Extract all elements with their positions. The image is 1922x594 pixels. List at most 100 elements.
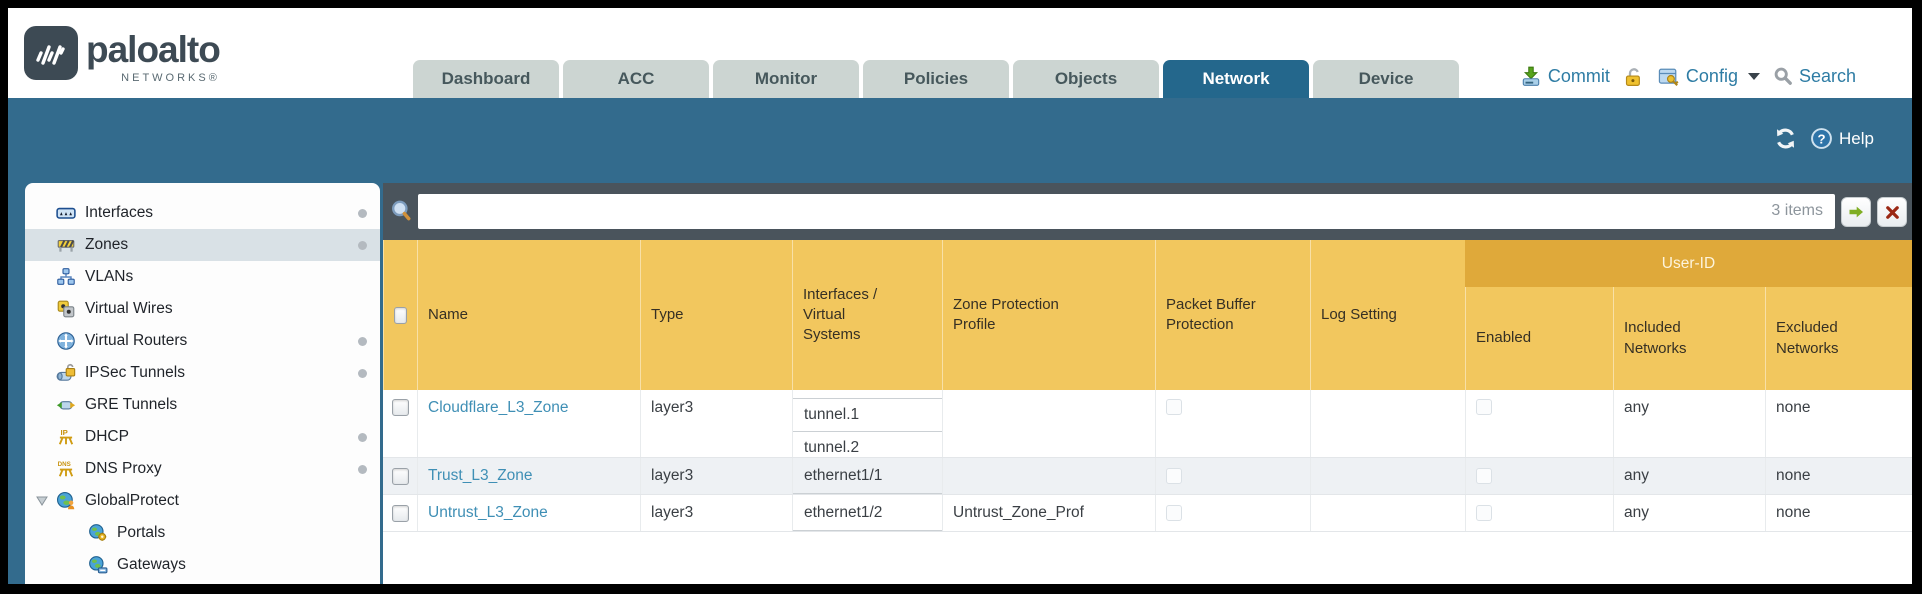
logo-name: paloalto [86, 29, 221, 70]
status-dot [358, 433, 367, 442]
svg-text:IP: IP [60, 428, 67, 437]
logo-text: paloalto NETWORKS® [86, 26, 221, 84]
sidebar-item-dns-proxy[interactable]: DNS DNS Proxy [25, 453, 380, 485]
search-icon [1774, 67, 1792, 85]
green-arrow-icon [1849, 206, 1863, 218]
portals-icon [87, 522, 109, 544]
zone-name-cell: Cloudflare_L3_Zone [417, 390, 640, 457]
sidebar-item-label: IPSec Tunnels [85, 364, 185, 381]
sidebar-item-gateways[interactable]: Gateways [25, 549, 380, 581]
column-header-included-networks[interactable]: Included Networks [1613, 240, 1765, 390]
zone-name-link[interactable]: Cloudflare_L3_Zone [428, 399, 569, 416]
sidebar-item-label: VLANs [85, 268, 134, 285]
user-id-enabled-cell [1465, 495, 1613, 531]
sidebar-item-label: Portals [117, 524, 166, 541]
table-header: User-ID Name Type Interfaces / Virtual S… [383, 240, 1912, 390]
select-all-checkbox[interactable] [394, 306, 407, 324]
sidebar-item-gre-tunnels[interactable]: GRE Tunnels [25, 389, 380, 421]
status-dot [358, 465, 367, 474]
tab-acc[interactable]: ACC [563, 60, 709, 98]
tab-monitor[interactable]: Monitor [713, 60, 859, 98]
excluded-networks-cell: none [1765, 390, 1912, 457]
virtual-wires-icon [55, 298, 77, 320]
sidebar-item-interfaces[interactable]: Interfaces [25, 197, 380, 229]
zone-name-cell: Untrust_L3_Zone [417, 495, 640, 531]
config-icon [1658, 68, 1679, 86]
sidebar-item-virtual-routers[interactable]: Virtual Routers [25, 325, 380, 357]
network-sidebar: Interfaces Zones VLANs Virtua [25, 183, 380, 584]
user-id-group-header: User-ID [1465, 240, 1912, 287]
row-checkbox[interactable] [391, 504, 409, 522]
app-window: paloalto NETWORKS® Dashboard ACC Monitor… [8, 8, 1912, 584]
row-checkbox[interactable] [391, 467, 409, 485]
user-id-enabled-cell [1465, 458, 1613, 494]
column-header-interfaces[interactable]: Interfaces / Virtual Systems [792, 240, 942, 390]
virtual-routers-icon [55, 330, 77, 352]
waveform-icon [36, 45, 65, 65]
sidebar-item-label: DNS Proxy [85, 460, 162, 477]
column-header-zone-protection-profile[interactable]: Zone Protection Profile [942, 240, 1155, 390]
sidebar-item-globalprotect[interactable]: GlobalProtect [25, 485, 380, 517]
filter-input[interactable] [418, 194, 1835, 229]
sidebar-item-label: Interfaces [85, 204, 154, 221]
zone-name-cell: Trust_L3_Zone [417, 458, 640, 494]
chevron-down-icon [1747, 72, 1760, 80]
sidebar-item-label: Gateways [117, 556, 186, 573]
user-id-enabled-cell [1465, 390, 1613, 457]
row-checkbox[interactable] [391, 399, 409, 416]
commit-button[interactable]: Commit [1520, 65, 1610, 87]
sidebar-item-portals[interactable]: Portals [25, 517, 380, 549]
sidebar-item-ipsec-tunnels[interactable]: IPSec Tunnels [25, 357, 380, 389]
column-header-log-setting[interactable]: Log Setting [1310, 240, 1465, 390]
status-dot [358, 241, 367, 250]
log-setting-cell [1310, 458, 1465, 494]
sidebar-item-dhcp[interactable]: IP DHCP [25, 421, 380, 453]
zone-name-link[interactable]: Untrust_L3_Zone [428, 504, 548, 521]
zone-name-link[interactable]: Trust_L3_Zone [428, 467, 533, 484]
packet-buffer-checkbox [1166, 399, 1182, 415]
search-label: Search [1798, 65, 1856, 86]
gre-tunnels-icon [55, 394, 77, 416]
column-header-enabled[interactable]: Enabled [1465, 240, 1613, 390]
tab-dashboard[interactable]: Dashboard [413, 60, 559, 98]
tab-policies[interactable]: Policies [863, 60, 1009, 98]
help-icon: ? [1811, 128, 1832, 149]
tab-network[interactable]: Network [1163, 60, 1309, 98]
lock-icon[interactable] [1623, 66, 1644, 87]
enabled-checkbox [1476, 399, 1492, 415]
clear-filter-button[interactable] [1877, 197, 1907, 227]
column-header-excluded-networks[interactable]: Excluded Networks [1765, 240, 1912, 390]
help-label: Help [1839, 128, 1874, 148]
config-menu-button[interactable]: Config [1657, 65, 1760, 88]
config-label: Config [1685, 65, 1738, 86]
help-button[interactable]: ? Help [1810, 127, 1874, 150]
sidebar-item-virtual-wires[interactable]: Virtual Wires [25, 293, 380, 325]
zone-type-cell: layer3 [640, 495, 792, 531]
sidebar-item-label: Zones [85, 236, 129, 253]
interfaces-cell: ethernet1/1 [792, 458, 942, 494]
interfaces-icon [55, 202, 77, 224]
apply-filter-button[interactable] [1841, 197, 1871, 227]
interface-entry: tunnel.1 [793, 398, 942, 432]
tab-device[interactable]: Device [1313, 60, 1459, 98]
tab-objects[interactable]: Objects [1013, 60, 1159, 98]
collapse-triangle-icon[interactable] [35, 494, 49, 508]
zone-type-cell: layer3 [640, 390, 792, 457]
dns-proxy-icon: DNS [55, 458, 77, 480]
sub-header-band: ? Help [8, 98, 1912, 183]
column-header-packet-buffer-protection[interactable]: Packet Buffer Protection [1155, 240, 1310, 390]
ipsec-tunnels-icon [55, 362, 77, 384]
commit-icon [1522, 66, 1540, 86]
zone-type-cell: layer3 [640, 458, 792, 494]
table-row: Cloudflare_L3_Zone layer3 tunnel.1 tunne… [383, 390, 1912, 458]
refresh-icon[interactable] [1773, 126, 1798, 151]
row-select-cell [383, 495, 417, 531]
commit-label: Commit [1547, 65, 1610, 86]
sidebar-item-vlans[interactable]: VLANs [25, 261, 380, 293]
global-search-button[interactable]: Search [1773, 66, 1856, 87]
column-header-name[interactable]: Name [417, 240, 640, 390]
sidebar-item-zones[interactable]: Zones [25, 229, 380, 261]
sidebar-item-label: GRE Tunnels [85, 396, 178, 413]
select-all-cell [383, 240, 417, 390]
column-header-type[interactable]: Type [640, 240, 792, 390]
